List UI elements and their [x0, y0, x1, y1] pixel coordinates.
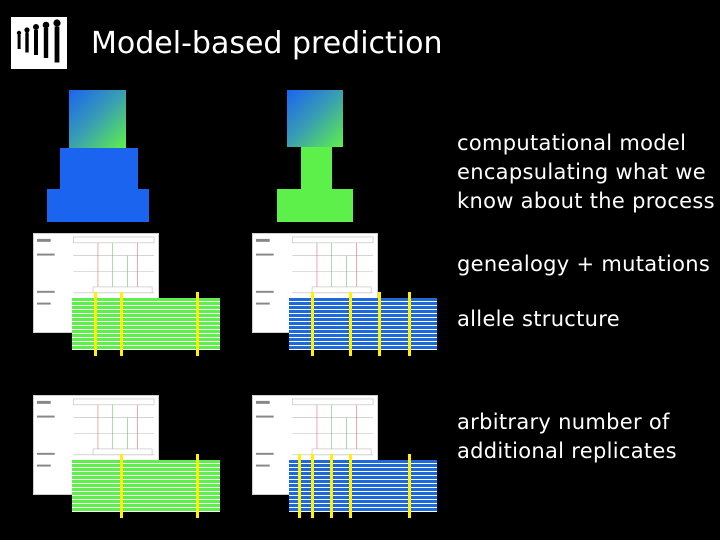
mutation-marker: [408, 292, 411, 356]
mutation-marker: [298, 454, 301, 518]
mutation-marker: [349, 292, 352, 356]
model-block-right-bottom: [277, 189, 353, 222]
allele-stripes-bottom-left: [72, 460, 220, 512]
mutation-marker: [196, 454, 199, 518]
mutation-marker: [311, 454, 314, 518]
logo-figures-icon: [11, 17, 67, 69]
label-model-line2: encapsulating what we: [457, 160, 706, 184]
mutation-marker: [330, 454, 333, 518]
label-allele: allele structure: [457, 307, 620, 331]
model-block-right-top: [287, 90, 343, 147]
mutation-marker: [349, 454, 352, 518]
mutation-marker: [408, 454, 411, 518]
label-genealogy: genealogy + mutations: [457, 252, 711, 276]
mutation-marker: [311, 292, 314, 356]
model-block-left-middle: [60, 148, 138, 189]
label-replicates-line2: additional replicates: [457, 439, 677, 463]
label-model-line3: know about the process: [457, 189, 715, 213]
mutation-marker: [120, 454, 123, 518]
mutation-marker: [120, 292, 123, 356]
model-block-left-top: [69, 90, 126, 148]
model-block-left-bottom: [47, 189, 149, 222]
model-block-right-middle: [301, 147, 332, 189]
label-replicates-line1: arbitrary number of: [457, 410, 670, 434]
mutation-marker: [378, 292, 381, 356]
mutation-marker: [196, 292, 199, 356]
label-model-line1: computational model: [457, 131, 687, 155]
slide-title: Model-based prediction: [91, 26, 443, 61]
mutation-marker: [94, 292, 97, 356]
